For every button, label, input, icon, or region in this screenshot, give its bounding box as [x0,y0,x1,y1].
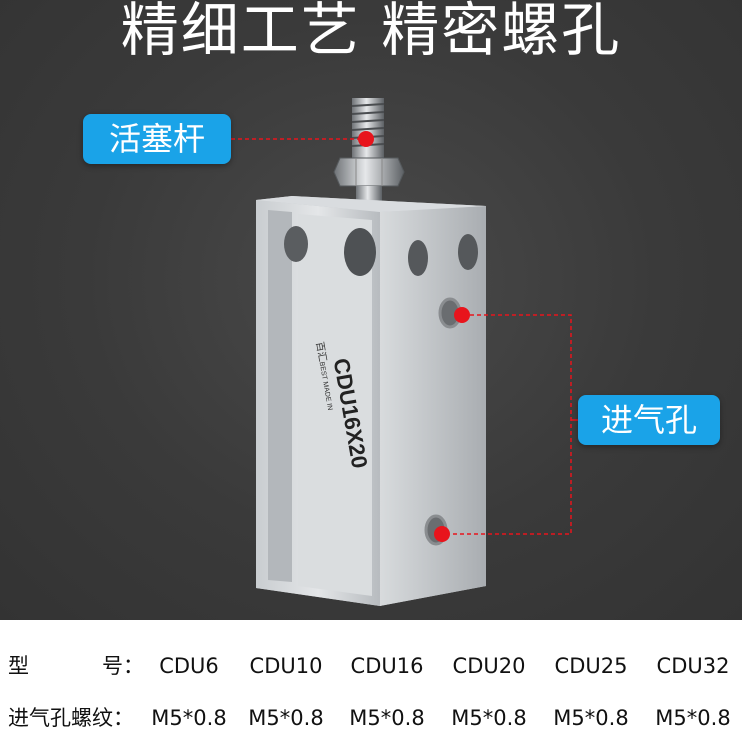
inlet-marker-dot-upper [454,307,470,323]
air-inlet-callout: 进气孔 [578,395,720,445]
thread-cell: M5*0.8 [451,706,527,730]
thread-cell: M5*0.8 [248,706,324,730]
piston-rod-thread [351,98,385,160]
headline: 精细工艺 精密螺孔 [120,0,622,64]
cylinder-body [256,196,486,606]
rod-marker-dot [358,131,374,147]
piston-rod-callout: 活塞杆 [83,114,231,164]
rod-callout-line [231,131,374,147]
hex-nut [333,157,405,187]
brand-marking: 百汇 [313,341,329,363]
thread-cell: M5*0.8 [553,706,629,730]
thread-cell: M5*0.8 [349,706,425,730]
model-row: 型 号： CDU6 CDU10 CDU16 CDU20 CDU25 CDU32 [0,644,742,688]
spec-table: 型 号： CDU6 CDU10 CDU16 CDU20 CDU25 CDU32 … [0,620,742,742]
model-cell: CDU6 [159,654,219,678]
cylinder-illustration: CDU16X20 百汇 BEST MADE IN [231,98,578,606]
model-cell: CDU10 [249,654,323,678]
thread-row: 进气孔螺纹： M5*0.8 M5*0.8 M5*0.8 M5*0.8 M5*0.… [0,696,742,740]
model-cell: CDU16 [350,654,424,678]
thread-cell: M5*0.8 [151,706,227,730]
thread-cell: M5*0.8 [655,706,731,730]
model-cell: CDU20 [452,654,526,678]
model-cell: CDU25 [554,654,628,678]
model-row-label-b: 号： [102,654,144,678]
inlet-marker-dot-lower [434,526,450,542]
inlet-callout-lines [434,307,578,542]
model-cell: CDU32 [656,654,730,678]
model-row-label-a: 型 [8,654,29,678]
thread-row-label: 进气孔螺纹： [8,706,134,730]
